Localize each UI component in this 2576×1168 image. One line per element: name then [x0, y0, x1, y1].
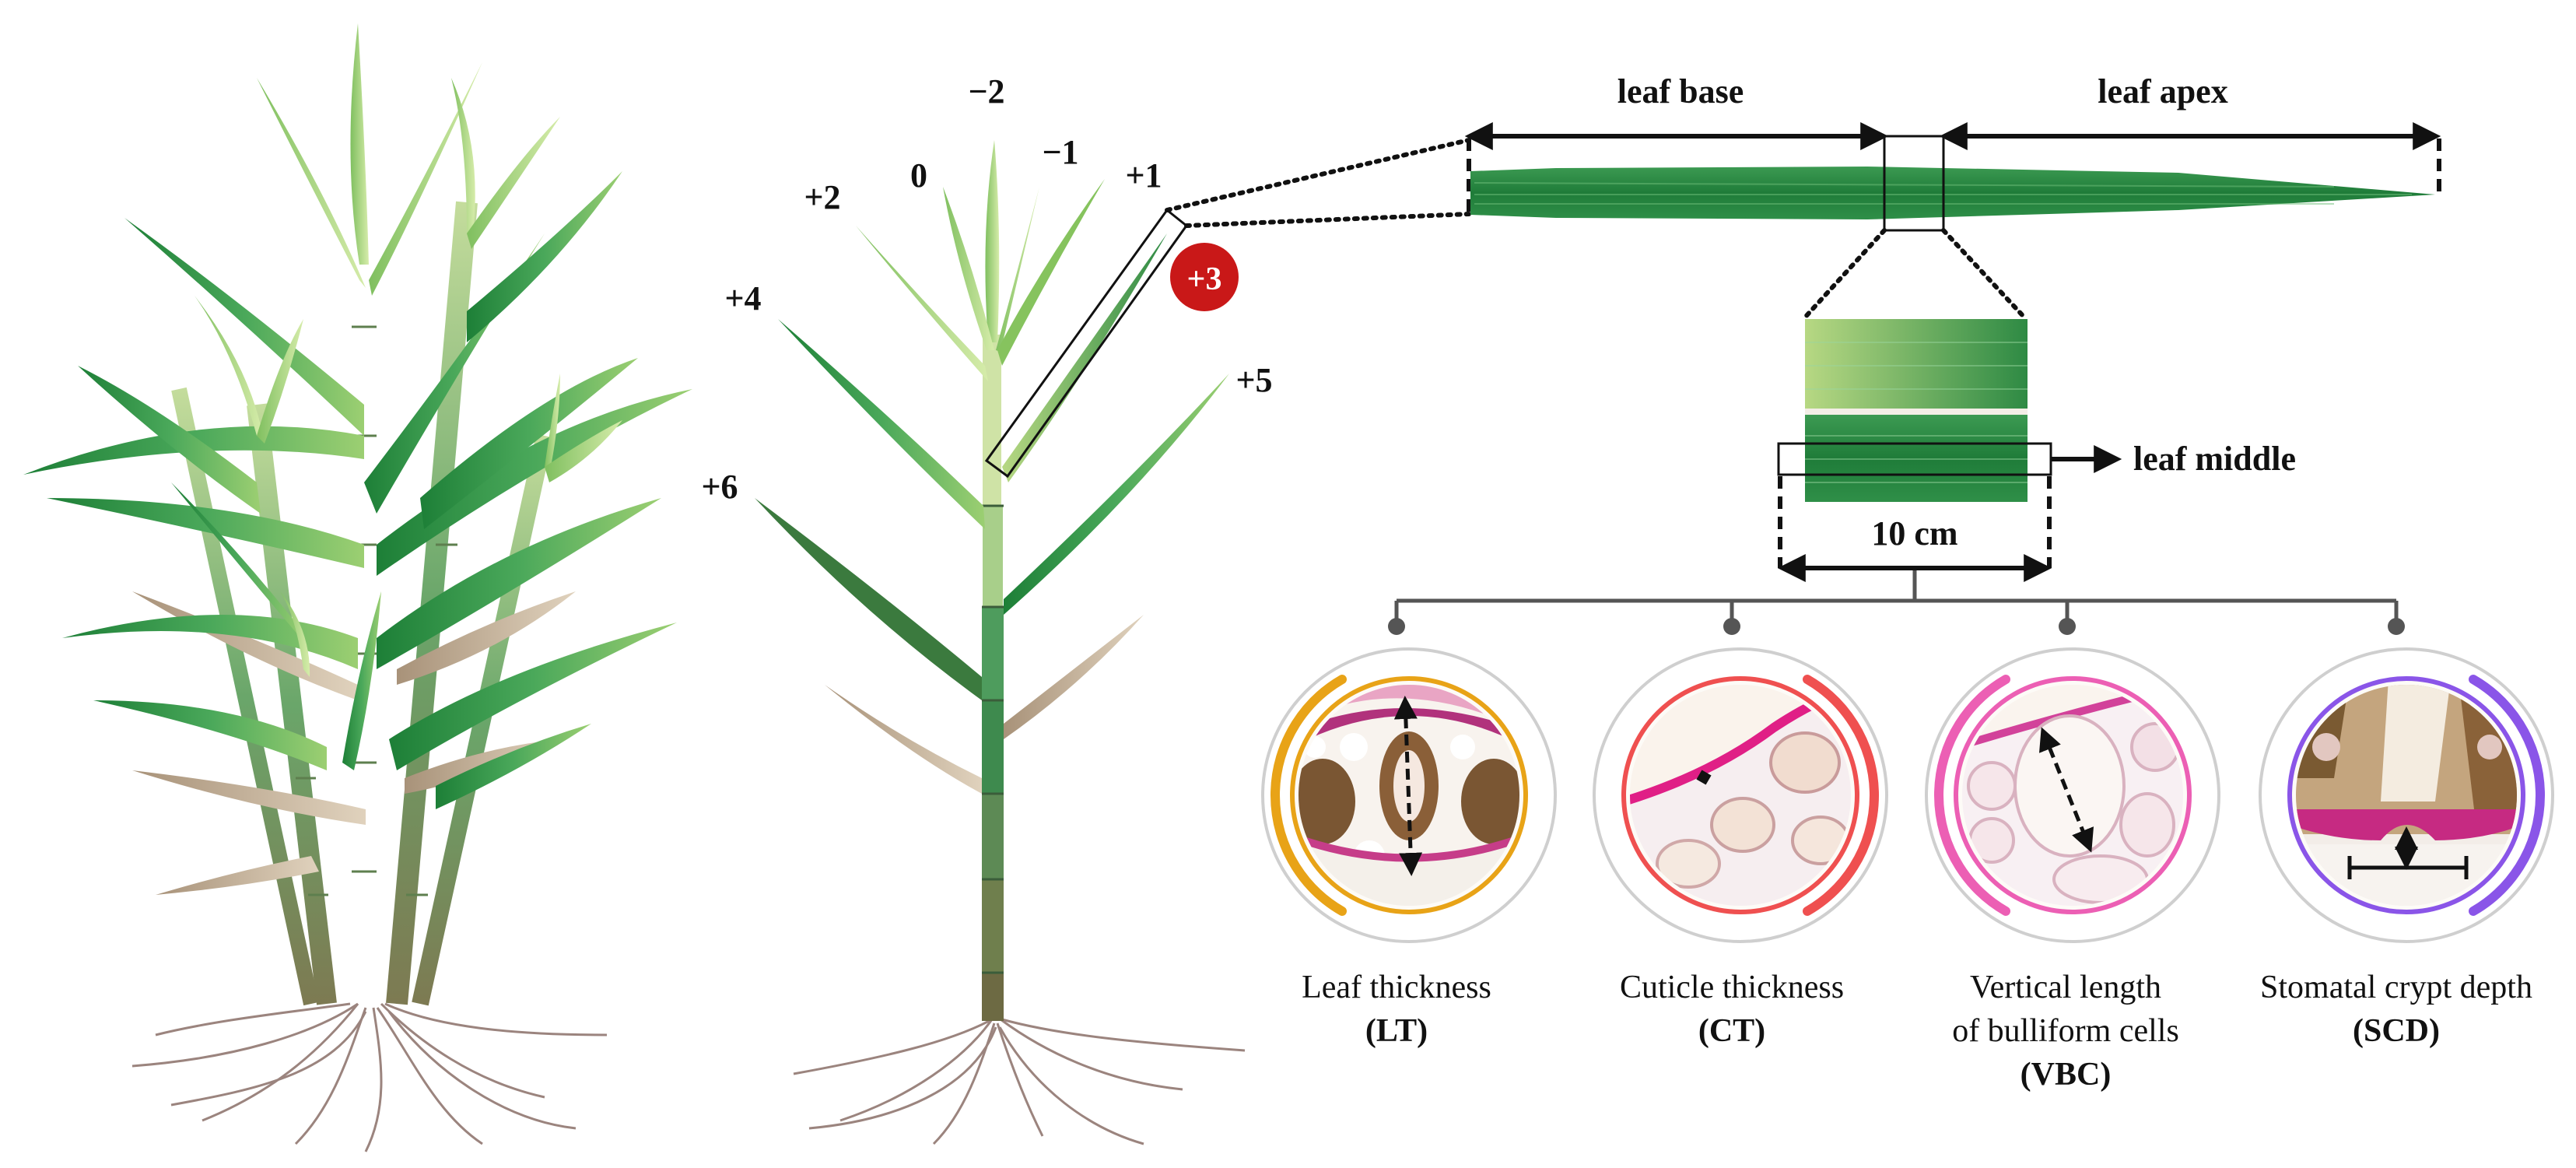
- leaf-number-labels: −2 0 −1 +1 +2 +4 +5 +6 +3: [701, 72, 1272, 506]
- leaf-number-plus1: +1: [1125, 156, 1162, 195]
- clump-young-leaves: [195, 23, 622, 677]
- leaf-number-minus2: −2: [968, 72, 1004, 110]
- leaf-apex-label: leaf apex: [2098, 72, 2227, 110]
- plus3-badge: [1170, 243, 1239, 311]
- micrograph-bulliform-cells: [1925, 647, 2220, 943]
- caption-scd-abbr: (SCD): [2353, 1013, 2440, 1049]
- leaf-number-minus1: −1: [1042, 133, 1078, 171]
- sugarcane-clump-illustration: [23, 23, 692, 1152]
- measurement-connector: [1394, 570, 2399, 623]
- zoomed-section-gap: [1805, 409, 2028, 415]
- clump-green-leaves: [23, 171, 692, 809]
- micrograph-cuticle-thickness: [1593, 647, 1888, 943]
- selected-leaf-box: [984, 208, 1189, 479]
- connector-dots: [1388, 618, 2405, 635]
- leaf-number-plus5: +5: [1235, 361, 1272, 399]
- leaf-number-plus3: +3: [1187, 261, 1222, 297]
- zoomed-section-lower: [1805, 415, 2028, 502]
- leaf-number-0: 0: [910, 156, 927, 195]
- zoom-line-section-left: [1801, 228, 1887, 321]
- leaf-number-plus6: +6: [701, 468, 738, 506]
- clump-roots: [131, 1002, 608, 1152]
- micrograph-stomatal-crypt: [2259, 647, 2554, 943]
- caption-lt-abbr: (LT): [1365, 1013, 1428, 1049]
- leaf-strip-diagram: leaf base leaf apex leaf middle 10 cm: [1388, 72, 2441, 635]
- single-stalk-illustration: −2 0 −1 +1 +2 +4 +5 +6 +3: [701, 72, 1471, 1145]
- caption-ct-name: Cuticle thickness: [1620, 970, 1844, 1005]
- leaf-middle-label: leaf middle: [2133, 440, 2296, 478]
- leaf-number-plus4: +4: [724, 279, 761, 317]
- leaf-base-label: leaf base: [1617, 72, 1744, 110]
- stalk-roots: [793, 1018, 1246, 1145]
- micrograph-leaf-thickness: [1261, 647, 1557, 943]
- stalk-stem: [982, 335, 1004, 1021]
- leaf-number-plus2: +2: [804, 178, 840, 216]
- zoom-line-top: [1165, 138, 1471, 212]
- caption-vbc-name-line2: of bulliform cells: [1952, 1013, 2179, 1049]
- leaf-middle-section-box: [1883, 135, 1945, 232]
- zoomed-section-upper: [1805, 319, 2028, 409]
- caption-ct-abbr: (CT): [1698, 1013, 1765, 1049]
- caption-vbc-abbr: (VBC): [2020, 1057, 2112, 1093]
- zoomed-section-veins: [1805, 342, 2028, 483]
- length-label: 10 cm: [1871, 514, 1957, 552]
- caption-scd-name: Stomatal crypt depth: [2260, 970, 2532, 1005]
- zoom-line-bottom: [1184, 212, 1471, 228]
- stalk-leaves: [755, 140, 1229, 794]
- caption-vbc-name: Vertical length: [1970, 970, 2161, 1005]
- caption-lt-name: Leaf thickness: [1302, 970, 1491, 1005]
- leaf-strip: [1470, 167, 2435, 219]
- measurement-captions: Leaf thickness (LT) Cuticle thickness (C…: [1302, 970, 2532, 1093]
- zoom-line-section-right: [1941, 228, 2028, 321]
- clump-stalks: [171, 201, 553, 1008]
